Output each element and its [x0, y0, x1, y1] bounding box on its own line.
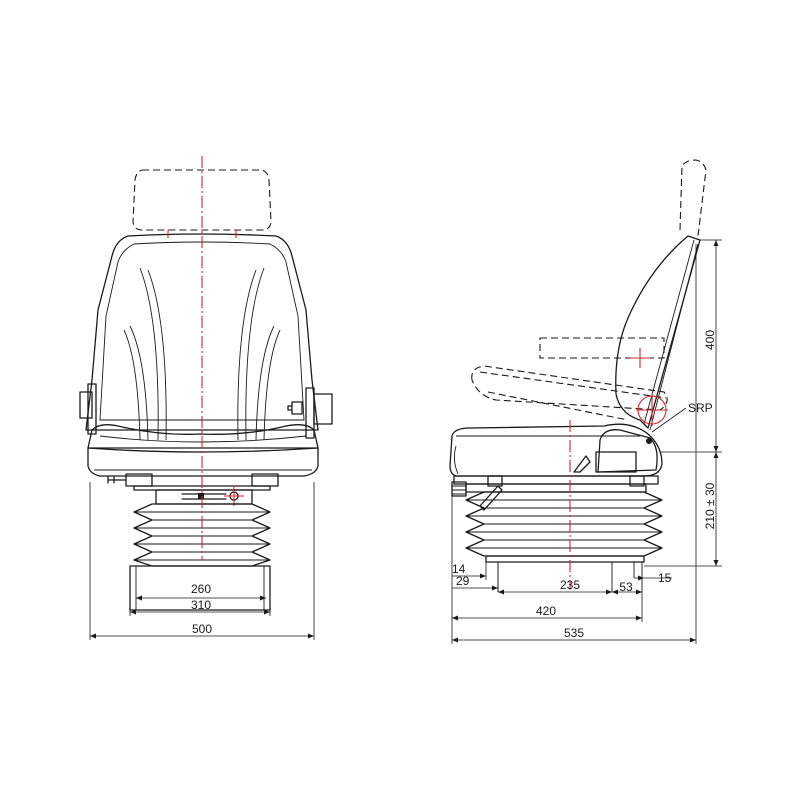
bolster-line-right-inner — [237, 269, 257, 441]
seat-pan-side — [453, 475, 659, 485]
dim-535-label: 535 — [564, 626, 584, 640]
suspension-side-top — [465, 483, 647, 493]
seat-cushion-front-bolster — [453, 445, 459, 475]
base-front — [129, 565, 271, 611]
srp-point — [646, 438, 652, 444]
dim-400-label: 400 — [703, 330, 717, 350]
srp-leader — [651, 407, 687, 433]
hip-pivot-outline — [597, 429, 658, 473]
backrest-inner-contour — [99, 241, 305, 421]
seat-cushion-front — [87, 424, 319, 453]
dim-210-label: 210 ± 30 — [703, 482, 717, 529]
weight-knob-cross — [224, 486, 244, 506]
left-armrest-pivot — [87, 383, 97, 435]
front-view: 260 310 500 — [79, 156, 333, 640]
weight-adjust-indicator — [198, 493, 204, 499]
lumbar-line-left-a — [123, 329, 141, 441]
dim-535: 535 — [452, 244, 697, 644]
lumbar-line-right-a — [263, 329, 281, 441]
side-view: SRP 400 210 ± 30 — [449, 159, 722, 644]
lumbar-line-right-b — [255, 325, 275, 441]
dim-15-label: 15 — [658, 571, 672, 585]
dim-500-label: 500 — [192, 622, 212, 636]
recline-knob — [287, 401, 303, 415]
armrest-raised — [539, 337, 665, 359]
srp-label: SRP — [688, 401, 713, 415]
height-lever-grip-lines — [452, 485, 466, 495]
dim-14-label: 14 — [452, 562, 466, 576]
lumbar-line-left-b — [129, 325, 149, 441]
fore-aft-lever — [107, 476, 127, 484]
dim-29-label: 29 — [456, 574, 470, 588]
dim-235: 235 — [498, 578, 612, 595]
backrest-side — [615, 235, 701, 429]
base-inner-line — [135, 566, 265, 610]
backrest-reclined — [471, 365, 668, 411]
dim-53-label: 53 — [619, 580, 633, 594]
seat-pan-front — [87, 447, 319, 477]
dim-420-label: 420 — [536, 604, 556, 618]
dim-310: 310 — [129, 598, 271, 616]
dim-260-label: 260 — [191, 582, 211, 596]
right-armrest-pivot — [305, 387, 315, 439]
backrest-front — [85, 233, 319, 431]
bolster-line-left-inner — [147, 269, 167, 441]
dim-15: 15 — [634, 571, 672, 585]
recline-lever — [573, 455, 591, 473]
dim-260: 260 — [136, 582, 266, 601]
armrest-cross — [630, 348, 650, 368]
bolster-line-right-outer — [245, 267, 265, 441]
backrest-reclined-edge — [479, 371, 667, 399]
dim-310-label: 310 — [191, 598, 211, 612]
bolster-line-left-outer — [139, 267, 159, 441]
dim-500: 500 — [89, 482, 315, 640]
seat-cushion-seam — [99, 435, 307, 443]
recline-plate — [595, 451, 637, 473]
bellows-side-fold-lines — [466, 499, 662, 549]
backrest-side-inner — [643, 239, 695, 425]
dim-235-label: 235 — [560, 578, 580, 592]
height-lever — [479, 485, 503, 511]
dim-210: 210 ± 30 — [644, 451, 722, 567]
dim-400: 400 — [700, 239, 722, 452]
headrest-side — [679, 159, 707, 237]
backrest-side-frame — [649, 243, 699, 431]
dim-420: 420 — [452, 592, 643, 622]
dim-14-29: 14 29 — [451, 494, 499, 644]
seat-cushion-side — [449, 423, 663, 477]
backrest-reclined-edge-2 — [487, 391, 629, 421]
dim-53: 53 — [612, 580, 642, 595]
srp-cross — [636, 394, 668, 426]
headrest-front — [132, 169, 272, 231]
rail-block-rear — [629, 475, 645, 487]
base-side — [485, 555, 645, 563]
rail-block-front — [487, 475, 503, 487]
left-armrest-bracket — [79, 391, 93, 419]
suspension-top-plate — [133, 485, 271, 491]
